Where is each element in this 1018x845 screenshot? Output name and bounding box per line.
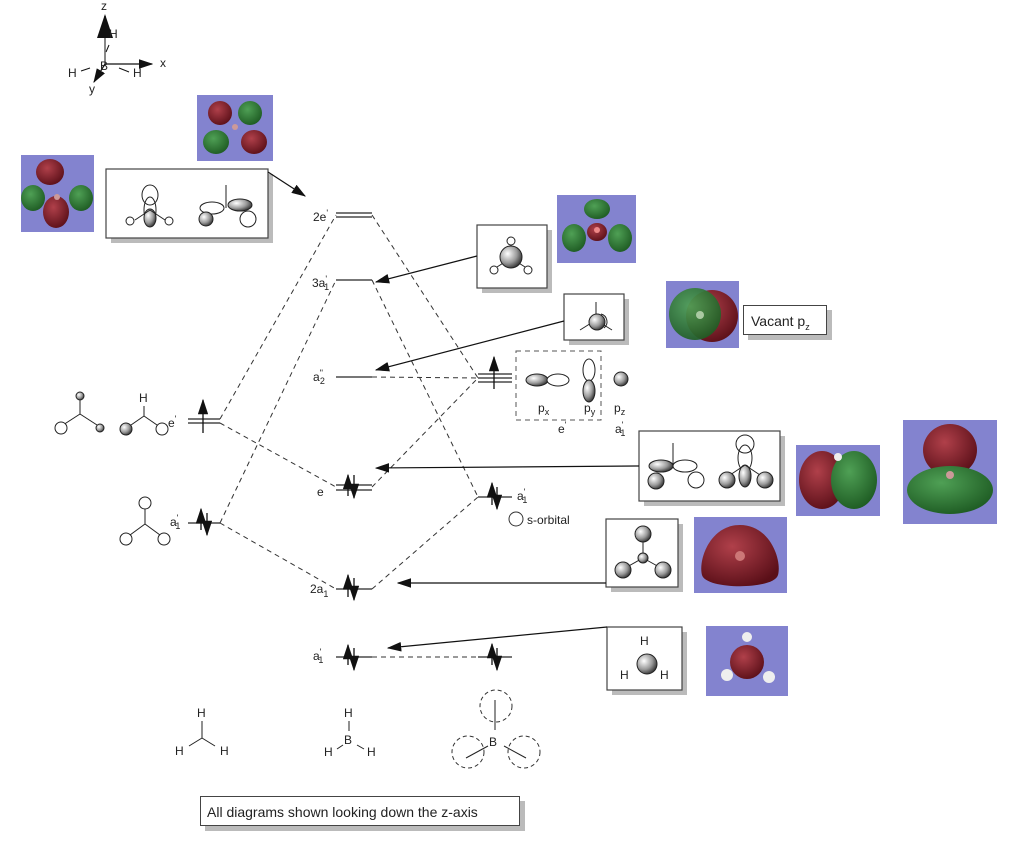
orbital-render-e-a: [796, 445, 880, 516]
axis-y-label: y: [89, 82, 95, 96]
svg-text:B: B: [344, 733, 352, 747]
p-orbital-group: [515, 350, 602, 421]
orbital-render-2e-b: [197, 95, 273, 161]
label-px: px: [538, 401, 550, 417]
arrow-2e: [267, 171, 307, 197]
orbital-render-e-b: [903, 420, 997, 524]
label-py: py: [584, 401, 596, 417]
label-b-a1-s: a'1: [517, 487, 527, 505]
pz-orbital-icon: [613, 371, 629, 387]
footnote: All diagrams shown looking down the z-ax…: [200, 796, 520, 826]
svg-text:H: H: [175, 744, 184, 758]
label-b-a1-p: a'1: [615, 420, 625, 438]
label-a2: a"2: [313, 368, 325, 386]
svg-text:H: H: [344, 706, 353, 720]
svg-text:H: H: [620, 668, 629, 682]
arrow-a1: [386, 626, 608, 652]
electrons-e: [342, 473, 360, 500]
s-orbital-icon: [508, 511, 524, 527]
svg-text:H: H: [324, 745, 333, 759]
py-orbital-icon: [582, 358, 596, 403]
axis-b-atom: B: [100, 59, 108, 73]
correlation-lines: [219, 214, 479, 658]
arrow-e: [374, 463, 640, 473]
electrons-2a1: [342, 573, 360, 602]
svg-text:H: H: [139, 391, 148, 405]
svg-text:H: H: [660, 668, 669, 682]
axis-z-label: z: [101, 0, 107, 13]
svg-text:H: H: [367, 745, 376, 759]
label-3a1: 3a'1: [312, 274, 329, 292]
h3-levels: [188, 398, 220, 537]
svg-text:H: H: [640, 634, 649, 648]
label-s-orbital: s-orbital: [527, 513, 570, 527]
arrow-3a1: [374, 255, 478, 284]
h3-a1-orbital: [119, 496, 171, 546]
svg-text:B: B: [489, 735, 497, 749]
3a1-orbital-sketch: [489, 236, 533, 275]
axes-icon: z x y B H H H: [68, 0, 166, 96]
a1-orbital-sketch: H H H: [620, 634, 669, 682]
svg-text:H: H: [220, 744, 229, 758]
h3-e-orbital-2: H: [119, 391, 169, 436]
axis-h-top: H: [109, 27, 118, 41]
bh3-structure: H B H H: [324, 706, 376, 759]
2a1-orbital-sketch: [614, 525, 672, 579]
axis-x-label: x: [160, 56, 166, 70]
svg-text:H: H: [197, 706, 206, 720]
a2-orbital-sketch: [579, 302, 613, 331]
label-pz: pz: [614, 401, 626, 417]
b-atom-structure: B: [451, 689, 541, 769]
label-e: e: [317, 485, 324, 499]
label-2a1: 2a1: [310, 582, 328, 599]
b-levels: [478, 355, 512, 672]
e-orbital-sketch-2: [718, 434, 774, 489]
orbital-render-a1: [706, 626, 788, 696]
label-b-e: e': [558, 420, 567, 436]
e-orbital-sketch-1: [647, 443, 705, 490]
2e-orbital-sketch-1: [125, 184, 174, 228]
orbital-render-2a1: [694, 517, 787, 593]
px-orbital-icon: [525, 373, 570, 387]
orbital-render-2e-a: [21, 155, 94, 232]
2e-orbital-sketch-2: [198, 185, 257, 228]
label-h3-a1: a'1: [170, 513, 180, 531]
orbital-render-3a1: [557, 195, 636, 263]
axis-h-left: H: [68, 66, 77, 80]
electrons-a1: [342, 643, 360, 672]
label-2e: 2e': [313, 208, 328, 224]
h3-e-orbital-1: [54, 391, 105, 435]
vacant-pz-label: Vacant pz: [743, 305, 827, 335]
h3-structure: H H H: [175, 706, 229, 758]
orbital-render-a2: [666, 281, 739, 348]
label-a1: a'1: [313, 647, 323, 665]
label-h3-e: e': [168, 414, 177, 430]
axis-h-right: H: [133, 66, 142, 80]
arrow-a2: [374, 320, 565, 372]
